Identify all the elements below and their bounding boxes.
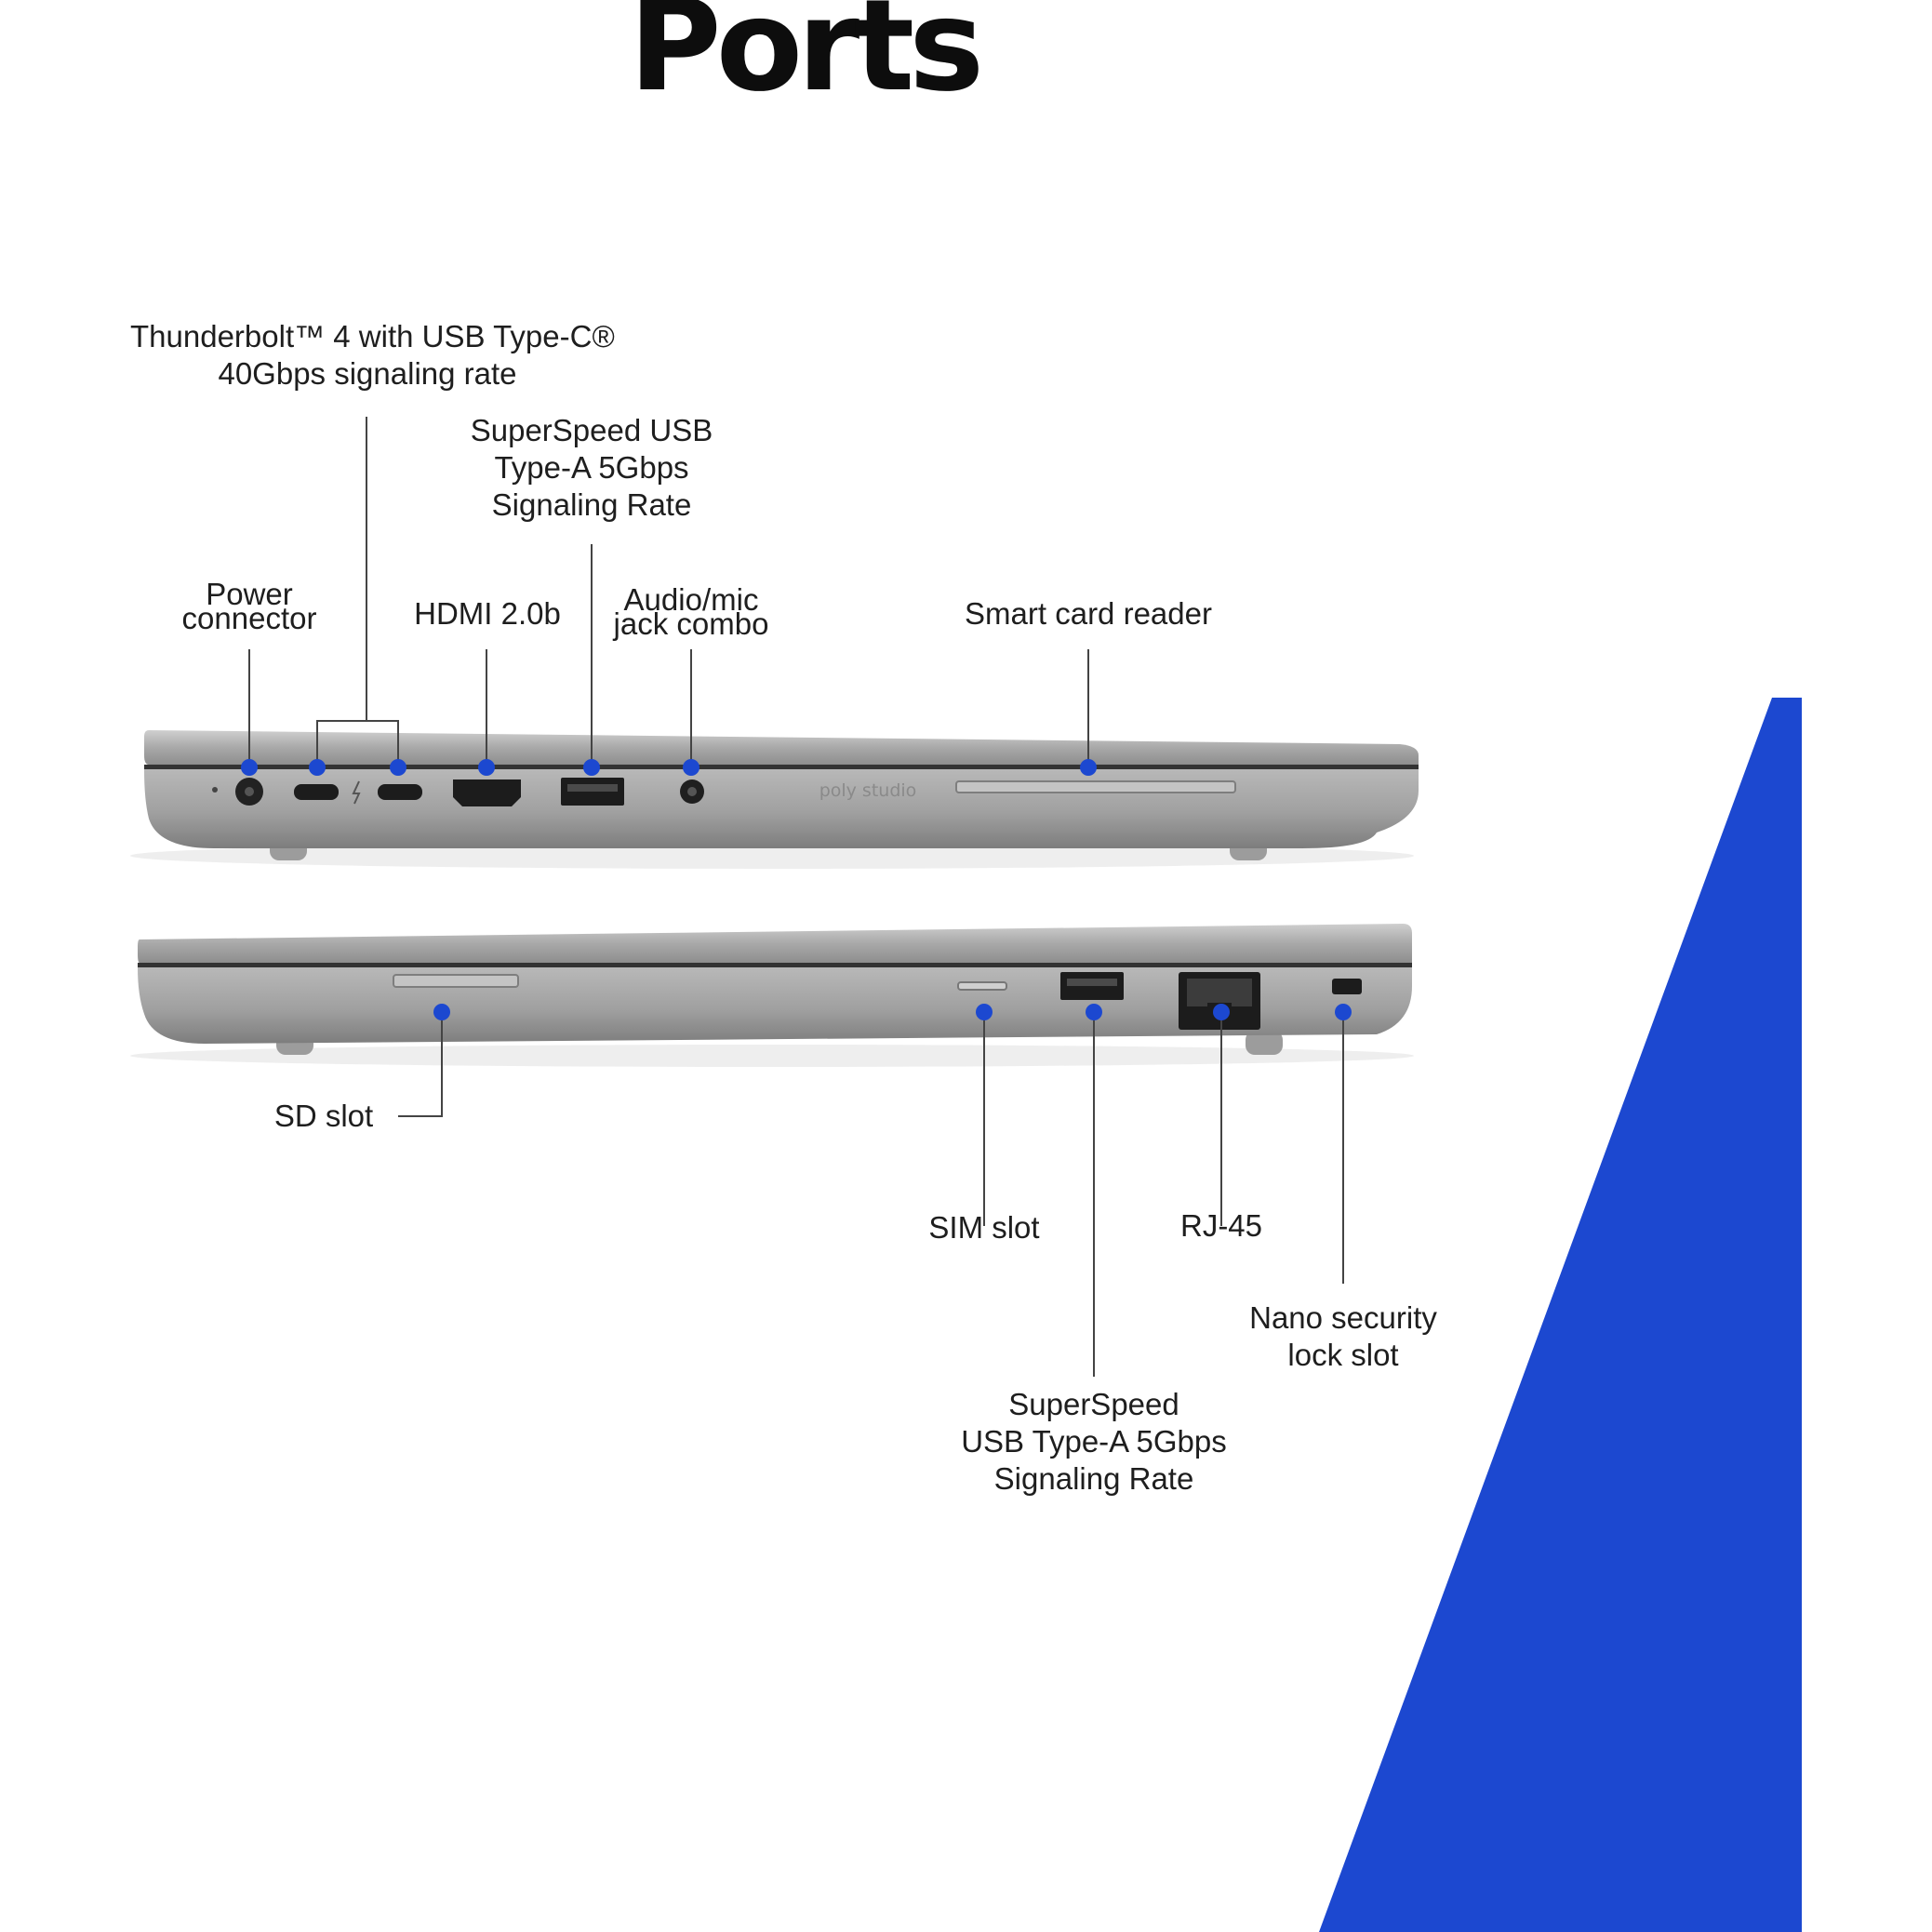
thunderbolt-icon: [352, 780, 361, 805]
laptop-left-view: poly studio: [130, 730, 1419, 869]
rubber-foot-icon: [1246, 1031, 1283, 1055]
usb-c-port-icon: [378, 784, 422, 800]
callout-dot: [1335, 1004, 1352, 1020]
page-title: Ports: [629, 0, 984, 120]
smart-card-slot-icon: [955, 780, 1236, 793]
callout-dot: [478, 759, 495, 776]
audio-jack-label: Audio/mic jack combo: [613, 582, 769, 641]
led-indicator-icon: [212, 787, 218, 793]
laptop-lid: [138, 924, 1412, 963]
hdmi-label: HDMI 2.0b: [414, 596, 561, 631]
callout-dot: [1080, 759, 1097, 776]
leader-lines: [248, 417, 1344, 1377]
nano-lock-label: Nano security lock slot: [1249, 1300, 1437, 1372]
sim-slot-label: SIM slot: [928, 1210, 1040, 1245]
callout-dot: [976, 1004, 993, 1020]
callout-dot: [433, 1004, 450, 1020]
sd-slot-icon: [393, 974, 519, 988]
superspeed-usb-label-bottom: SuperSpeed USB Type-A 5Gbps Signaling Ra…: [961, 1387, 1227, 1496]
callout-dots: [241, 759, 1352, 1020]
callout-dot: [390, 759, 406, 776]
blue-accent-triangle: [1319, 698, 1802, 1932]
smart-card-reader-label: Smart card reader: [965, 596, 1212, 631]
superspeed-usb-label-top: SuperSpeed USB Type-A 5Gbps Signaling Ra…: [470, 413, 713, 522]
thunderbolt-label: Thunderbolt™ 4 with USB Type-C® 40Gbps s…: [130, 319, 615, 391]
usb-c-port-icon: [294, 784, 339, 800]
laptop-lid: [144, 730, 1419, 765]
sd-slot-label: SD slot: [273, 1099, 374, 1133]
brand-label: poly studio: [819, 780, 917, 801]
callout-dot: [1086, 1004, 1102, 1020]
callout-dot: [309, 759, 326, 776]
callout-dot: [1213, 1004, 1230, 1020]
sim-slot-icon: [957, 981, 1007, 991]
hdmi-port-icon: [453, 779, 521, 806]
callout-dot: [683, 759, 700, 776]
callout-dot: [241, 759, 258, 776]
lock-slot-icon: [1332, 979, 1362, 994]
power-connector-label: Power connector: [181, 577, 317, 635]
callout-dot: [583, 759, 600, 776]
rj45-label: RJ-45: [1179, 1208, 1263, 1243]
